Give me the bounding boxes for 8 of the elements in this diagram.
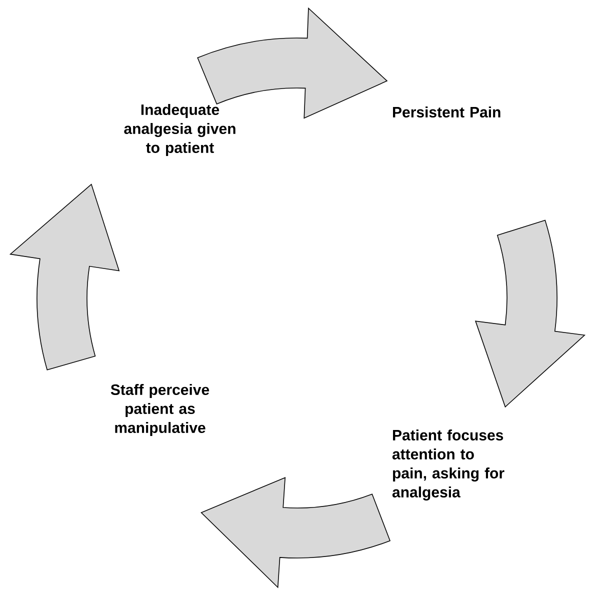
curved-block-arrow — [10, 184, 120, 370]
cycle-step-text: Staff perceive patient as manipulative — [110, 384, 210, 436]
cycle-step-text: Inadequate analgesia given to patient — [124, 104, 236, 156]
cycle-step-text: Persistent Pain — [393, 106, 500, 118]
curved-block-arrow — [475, 220, 585, 408]
curved-block-arrow — [197, 8, 388, 119]
curved-block-arrow — [200, 477, 390, 588]
cycle-step-text: Patient focuses attention to pain, asking for analgesia — [392, 429, 504, 501]
